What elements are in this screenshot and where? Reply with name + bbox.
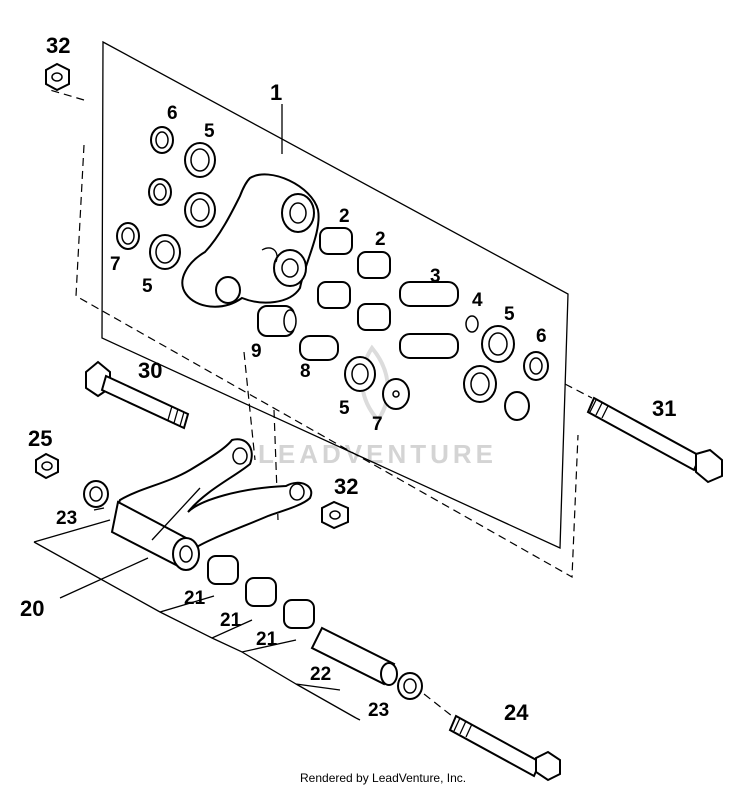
callout-30: 30	[138, 358, 162, 383]
bolt-30	[85, 360, 190, 430]
kit-panel-outline	[49, 40, 579, 579]
sleeve-set	[299, 281, 459, 361]
callout-7-right: 7	[372, 414, 383, 435]
callout-22: 22	[310, 664, 331, 685]
nut-25	[35, 452, 59, 480]
washer-23-lower	[397, 672, 423, 700]
callout-31: 31	[652, 396, 676, 421]
leader-lines	[33, 104, 361, 721]
callout-21-a: 21	[184, 588, 206, 609]
washer-23-upper	[83, 480, 109, 508]
rocker-arm	[181, 173, 320, 308]
callout-6-left: 6	[167, 103, 178, 124]
nut-32-top	[45, 62, 70, 92]
callout-9: 9	[251, 341, 262, 362]
callout-20: 20	[20, 596, 44, 621]
callout-5-upper-left: 5	[204, 121, 215, 142]
lower-bearing-set	[207, 555, 315, 629]
callout-3: 3	[430, 266, 441, 287]
pivot-link	[110, 438, 313, 571]
seal-set-right	[344, 315, 549, 421]
callout-2-lower: 2	[375, 229, 386, 250]
callout-5-lower-left: 5	[142, 276, 153, 297]
needle-bearing-set	[257, 227, 391, 337]
callout-32-top: 32	[46, 33, 70, 58]
watermark-logo: LEADVENTURE	[258, 344, 493, 469]
callout-1: 1	[270, 80, 282, 105]
callout-5-right: 5	[504, 304, 515, 325]
seal-set-left	[116, 126, 216, 270]
callout-23-lower: 23	[368, 700, 389, 721]
callout-4: 4	[472, 290, 483, 311]
callout-2-upper: 2	[339, 206, 350, 227]
callout-32-lower: 32	[334, 474, 358, 499]
callout-25: 25	[28, 426, 52, 451]
callout-21-c: 21	[256, 629, 278, 650]
callout-8: 8	[300, 361, 311, 382]
callout-23-upper: 23	[56, 508, 77, 529]
callout-24: 24	[504, 700, 529, 725]
bolt-31	[564, 383, 723, 484]
callout-labels: 32 1 6 5 7 5 2 2 3 4 5 6 9 8 5 7 30 31 2…	[20, 33, 676, 725]
callout-6-right: 6	[536, 326, 547, 347]
callout-7-left: 7	[110, 254, 121, 275]
bolt-24	[423, 693, 561, 782]
lower-sleeve	[310, 626, 398, 686]
callout-21-b: 21	[220, 610, 242, 631]
render-credit: Rendered by LeadVenture, Inc.	[300, 771, 466, 785]
callout-5-bottom: 5	[339, 398, 350, 419]
nut-32-lower	[321, 500, 349, 530]
